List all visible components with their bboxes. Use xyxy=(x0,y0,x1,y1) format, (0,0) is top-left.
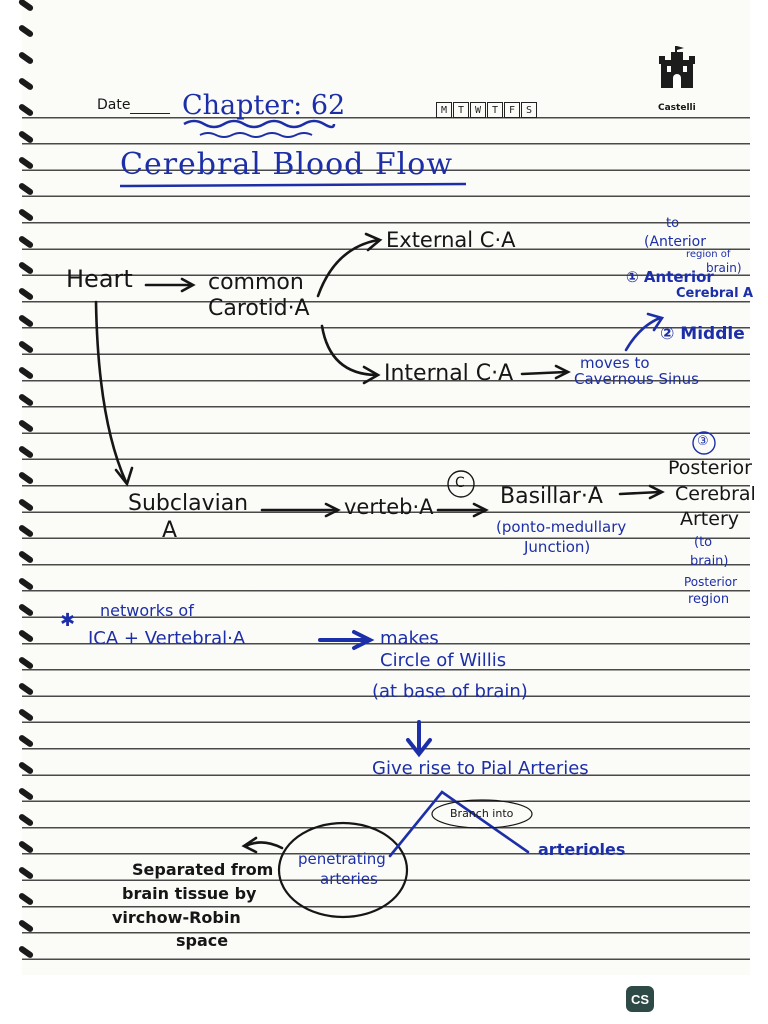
to-label: to xyxy=(666,216,680,231)
arteries-label: arteries xyxy=(320,870,378,888)
penetrating-label: penetrating xyxy=(298,850,386,868)
middle-label: ② Middle xyxy=(660,324,745,344)
weekday-box: W xyxy=(470,102,486,118)
weekday-box: T xyxy=(487,102,503,118)
castle-logo-icon xyxy=(657,44,697,92)
ruled-lines xyxy=(22,92,750,972)
posterior-label: Posterior xyxy=(668,457,752,479)
weekday-box: T xyxy=(453,102,469,118)
date-underline xyxy=(130,113,170,114)
subclavian-a-label: A xyxy=(162,518,178,543)
give-rise-label: Give rise to Pial Arteries xyxy=(372,758,589,779)
posterior-region-line2: region xyxy=(688,592,730,607)
anterior-cerebral-label: ① Anterior xyxy=(626,268,714,286)
verteb-a-label: verteb·A xyxy=(344,495,434,519)
separated-line3: virchow-Robin xyxy=(112,908,241,927)
separated-line1: Separated from xyxy=(132,860,274,879)
junction-label: Junction) xyxy=(524,538,591,556)
subclavian-label: Subclavian xyxy=(128,491,249,516)
at-base-of-brain-label: (at base of brain) xyxy=(372,681,528,702)
cerebral-label: Cerebral xyxy=(675,483,756,505)
makes-label: makes xyxy=(380,628,439,649)
separated-line2: brain tissue by xyxy=(122,884,257,903)
page-title: Cerebral Blood Flow xyxy=(120,147,454,182)
cerebral-a-label: Cerebral A xyxy=(676,286,754,301)
separated-line4: space xyxy=(176,931,229,950)
camscanner-badge: CS xyxy=(626,986,654,1012)
ica-vertebral-label: ICA + Vertebral·A xyxy=(88,628,246,649)
posterior-region-line1: Posterior xyxy=(684,575,738,589)
to-brain-line2: brain) xyxy=(690,554,729,569)
weekday-box: F xyxy=(504,102,520,118)
date-label: Date xyxy=(97,97,131,113)
common-label: common xyxy=(208,270,304,295)
brain-paren-label: brain) xyxy=(706,261,742,275)
region-of-label: region of xyxy=(686,249,731,260)
star-icon: ✱ xyxy=(60,610,76,631)
chapter-heading: Chapter: 62 xyxy=(182,90,346,121)
circle-c-mark: C xyxy=(455,475,465,491)
weekday-box: S xyxy=(521,102,537,118)
carotid-label: Carotid·A xyxy=(208,296,310,321)
number-3-mark: ③ xyxy=(697,434,709,449)
heart-label: Heart xyxy=(66,265,133,293)
anterior-paren-label: (Anterior xyxy=(644,234,706,250)
internal-ca-label: Internal C·A xyxy=(384,361,514,386)
artery-label: Artery xyxy=(680,508,740,530)
brand-name: Castelli xyxy=(658,103,696,113)
external-ca-label: External C·A xyxy=(386,228,516,252)
to-brain-line1: (to xyxy=(694,535,713,550)
cavernous-sinus-label: Cavernous Sinus xyxy=(574,370,699,388)
basillar-a-label: Basillar·A xyxy=(500,484,603,509)
networks-of-label: networks of xyxy=(100,601,194,620)
circle-of-willis-label: Circle of Willis xyxy=(380,650,507,671)
ponto-medullary-label: (ponto-medullary xyxy=(496,518,627,536)
weekday-box: M xyxy=(436,102,452,118)
branch-into-label: Branch into xyxy=(450,807,514,820)
arterioles-label: arterioles xyxy=(538,840,626,859)
moves-to-label: moves to xyxy=(580,354,650,372)
